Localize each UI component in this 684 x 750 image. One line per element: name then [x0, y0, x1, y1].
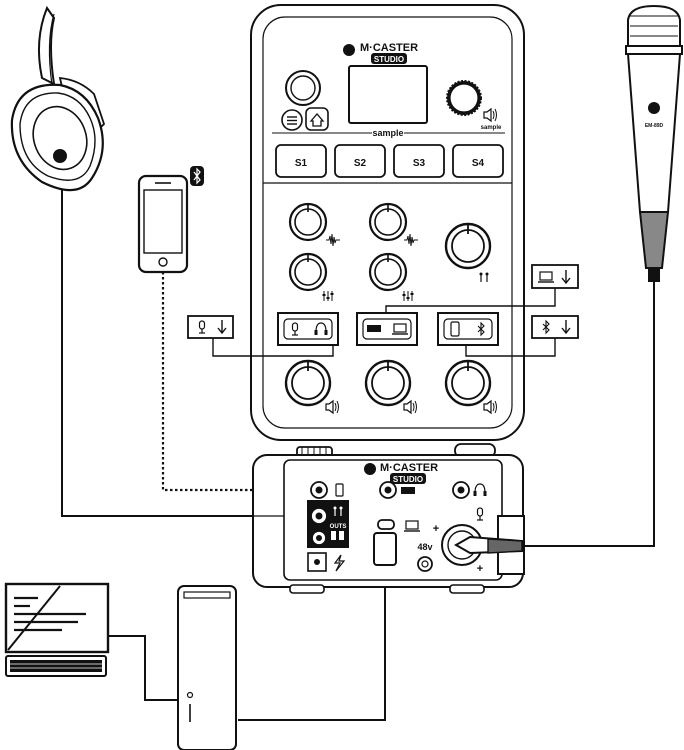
handheld-microphone: EM-89D — [625, 4, 683, 282]
headphones-icon — [479, 272, 489, 282]
sample-section-label: sample — [372, 128, 403, 138]
channel-2-eq-knob[interactable] — [368, 252, 408, 292]
microphone-model-label: EM-89D — [645, 123, 664, 129]
device-top-view: M·CASTER STUDIO sample — [250, 4, 525, 441]
plus-label: + — [433, 523, 439, 535]
pad-label: S2 — [354, 158, 367, 169]
usb-computer-select-button[interactable] — [356, 312, 418, 346]
home-icon — [309, 113, 325, 127]
callouts — [187, 264, 579, 357]
speaker-output-icon — [339, 531, 344, 540]
menu-button[interactable] — [281, 109, 303, 131]
power-icon — [333, 554, 346, 572]
sliders-icon — [322, 290, 334, 302]
speaker-output-icon — [331, 531, 336, 540]
mic-eq-knob[interactable] — [288, 252, 328, 292]
brand-logo — [53, 149, 67, 163]
pad-label: S3 — [413, 158, 426, 169]
usb-cable-plug — [373, 532, 397, 566]
brand-logo — [364, 463, 376, 475]
model-badge: STUDIO — [374, 55, 404, 64]
home-button[interactable] — [305, 107, 329, 131]
sample-knob-label: sample — [481, 125, 502, 131]
sample-pad-s2[interactable]: S2 — [334, 144, 386, 178]
phone-input-jack[interactable] — [310, 481, 328, 499]
mic-volume-knob[interactable] — [284, 359, 332, 407]
brand-logo — [648, 102, 660, 114]
display-screen — [348, 65, 428, 124]
line-output-jack[interactable] — [311, 530, 327, 546]
main-encoder-knob[interactable] — [285, 70, 321, 106]
headphones-icon — [333, 506, 343, 516]
plus-label: + — [477, 563, 483, 575]
menu-icon — [287, 116, 297, 125]
outs-label: OUTS — [330, 524, 347, 530]
smartphone — [137, 166, 204, 274]
mic-gain-knob[interactable] — [288, 202, 328, 242]
headphone-cable — [61, 170, 308, 517]
keyboard — [5, 655, 107, 677]
phone-bluetooth-select-button[interactable] — [437, 312, 499, 346]
pad-label: S4 — [472, 158, 485, 169]
computer-tower — [177, 585, 237, 750]
sample-pad-s3[interactable]: S3 — [393, 144, 445, 178]
phone-icon — [450, 321, 460, 337]
aux-input-jack[interactable] — [379, 481, 397, 499]
brand-name: M·CASTER — [380, 462, 438, 474]
keyboard-icon — [367, 325, 381, 332]
computer-icon — [391, 323, 409, 335]
headphone-level-knob[interactable] — [444, 222, 492, 270]
sample-pad-s4[interactable]: S4 — [452, 144, 504, 178]
mic-headset-select-button[interactable] — [277, 312, 339, 346]
computer-icon — [537, 271, 555, 283]
keyboard-icon — [401, 487, 415, 494]
computer-volume-knob[interactable] — [364, 359, 412, 407]
computer-icon — [403, 520, 421, 532]
sample-volume-knob[interactable] — [446, 80, 482, 116]
pad-label: S1 — [295, 158, 308, 169]
brand-name: M·CASTER — [360, 42, 418, 54]
bluetooth-badge — [190, 166, 204, 186]
usb-c-port[interactable] — [377, 519, 395, 530]
bluetooth-volume-knob[interactable] — [444, 359, 492, 407]
bluetooth-icon — [193, 167, 201, 185]
headphone-output-jack[interactable] — [310, 507, 328, 525]
phantom-power-button[interactable] — [417, 556, 433, 572]
device-side-view: M·CASTER STUDIO — [252, 443, 525, 594]
microphone-cable — [525, 282, 655, 547]
channel-2-gain-knob[interactable] — [368, 202, 408, 242]
phone-jack-icon — [335, 483, 344, 497]
computer-monitor — [4, 582, 110, 654]
model-badge: STUDIO — [393, 475, 423, 484]
sample-pad-s1[interactable]: S1 — [275, 144, 327, 178]
headphones — [10, 5, 106, 192]
keyboard-cable — [108, 635, 178, 701]
brand-logo — [343, 44, 355, 56]
phantom-power-label: 48v — [417, 542, 432, 552]
headset-jack[interactable] — [452, 481, 470, 499]
computer-cable — [238, 566, 386, 721]
sliders-icon — [402, 290, 414, 302]
